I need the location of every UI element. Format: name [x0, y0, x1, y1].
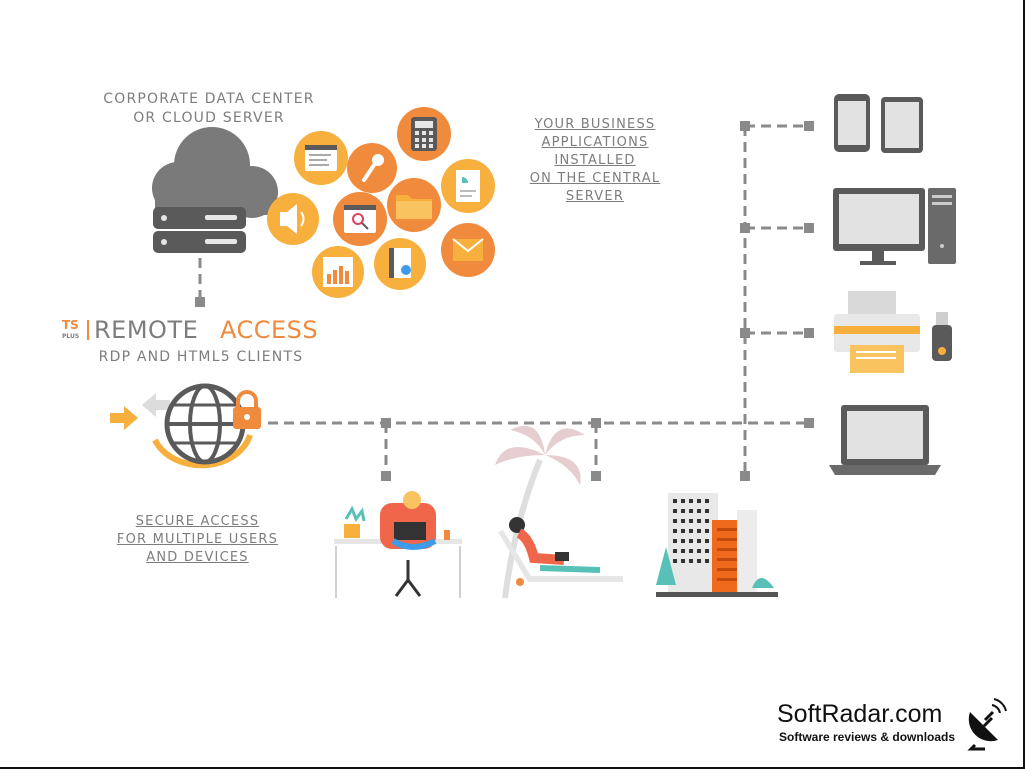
- watermark-subtitle: Software reviews & downloads: [779, 730, 956, 744]
- smartphone-icon: [834, 94, 870, 152]
- datacenter-label-line1: CORPORATE DATA CENTER: [103, 91, 315, 107]
- secure-globe-icon: [110, 383, 253, 469]
- satellite-dish-icon: [967, 698, 1007, 751]
- datacenter-label-line2: OR CLOUD SERVER: [133, 110, 285, 126]
- calculator-app-icon: [397, 107, 451, 161]
- secure-access-label: SECURE ACCESS FOR MULTIPLE USERS AND DEV…: [100, 513, 295, 567]
- secure-access-line1: SECURE ACCESS: [135, 514, 260, 529]
- product-logo-divider: [87, 320, 89, 340]
- business-apps-line4: ON THE CENTRAL: [529, 171, 661, 186]
- product-logo: TS PLUS REMOTE ACCESS: [60, 316, 350, 346]
- browser-search-app-icon: [333, 192, 387, 246]
- chart-document-app-icon: [441, 159, 495, 213]
- product-logo-remote: REMOTE: [94, 316, 199, 344]
- watermark-title: SoftRadar.com: [777, 700, 943, 728]
- lock-icon: [233, 390, 261, 429]
- datacenter-label: CORPORATE DATA CENTER OR CLOUD SERVER: [80, 90, 338, 128]
- business-apps-line3: INSTALLED: [554, 153, 636, 168]
- product-subtitle: RDP AND HTML5 CLIENTS: [98, 349, 304, 365]
- speaker-app-icon: [267, 193, 319, 245]
- business-apps-line1: YOUR BUSINESS: [534, 117, 656, 132]
- mail-app-icon: [441, 223, 495, 277]
- usb-drive-icon: [932, 312, 952, 361]
- business-apps-label: YOUR BUSINESS APPLICATIONS INSTALLED ON …: [515, 116, 675, 206]
- business-apps-line2: APPLICATIONS: [541, 135, 649, 150]
- beach-relaxing-illustration: [495, 425, 623, 599]
- microphone-app-icon: [347, 143, 397, 193]
- laptop-icon: [829, 405, 941, 475]
- tablet-icon: [881, 97, 923, 153]
- analytics-app-icon: [312, 246, 364, 298]
- code-app-icon: [294, 131, 348, 185]
- printer-icon: [834, 291, 920, 373]
- cloud-server-icon: [152, 127, 278, 253]
- desktop-computer-icon: [833, 188, 956, 265]
- secure-access-line2: FOR MULTIPLE USERS: [116, 532, 279, 547]
- connector-nodes: [195, 121, 814, 481]
- office-worker-illustration: [334, 491, 462, 598]
- secure-access-line3: AND DEVICES: [146, 550, 249, 565]
- business-apps-line5: SERVER: [565, 189, 625, 204]
- connector-lines: [198, 124, 808, 476]
- product-logo-plus: PLUS: [62, 333, 80, 340]
- folder-app-icon: [387, 178, 441, 232]
- contract-app-icon: [374, 238, 426, 290]
- city-buildings-illustration: [656, 493, 778, 597]
- product-logo-ts: TS: [62, 318, 79, 332]
- product-logo-access: ACCESS: [220, 316, 319, 344]
